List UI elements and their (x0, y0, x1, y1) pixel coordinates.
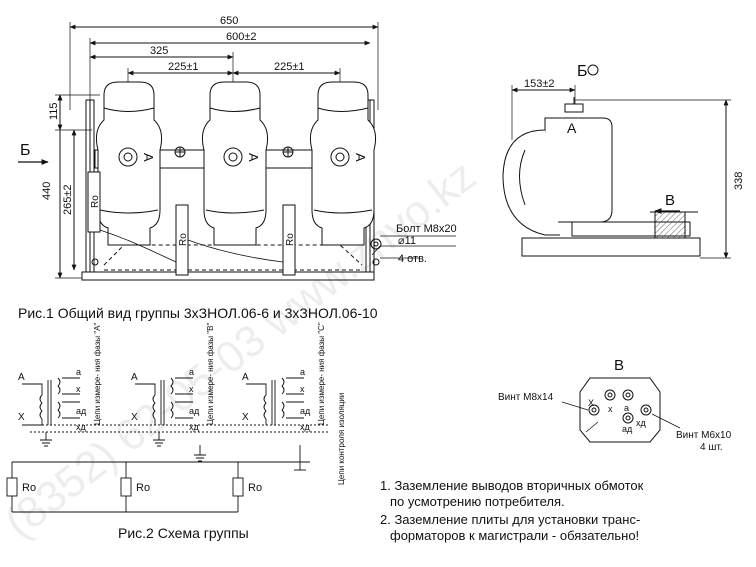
dim-side-height: 338 (733, 172, 745, 190)
note-line-4: форматоров к магистрали - обязательно! (390, 528, 640, 543)
schematic-a-1: а (76, 367, 81, 377)
schematic-a-2: а (189, 367, 194, 377)
terminal-label: А (567, 120, 577, 136)
side-view (502, 64, 731, 259)
phase-label-3: А (353, 153, 368, 162)
circuit-phase-b-label: Цепи измере- ния фазы "В" (206, 323, 215, 425)
screw-qty-label: 4 шт. (700, 442, 723, 453)
phase-a-transformer (22, 377, 80, 426)
schematic-ad-1: ад (76, 406, 87, 416)
dim-mount-height: 265±2 (62, 184, 74, 215)
dim-total-width: 650 (220, 15, 238, 27)
schematic-A-2: А (131, 372, 138, 383)
front-view (18, 22, 456, 281)
holes-count-label: 4 отв. (398, 253, 427, 265)
phase-b-transformer (135, 377, 193, 425)
resistor-label-1: Ro (90, 195, 101, 208)
note-line-1: 1. Заземление выводов вторичных обмоток (380, 478, 644, 493)
schematic-A-3: А (242, 372, 249, 383)
terminal-xd: хд (636, 418, 647, 428)
schematic-A-1: А (18, 372, 25, 383)
screw-left-label: Винт М8х14 (498, 392, 554, 403)
schematic-ad-3: ад (300, 406, 311, 416)
ground-symbol (174, 146, 294, 158)
schematic-xd-3: хд (300, 422, 311, 432)
dim-total-height: 440 (41, 182, 53, 200)
side-view-labels: Б 153±2 338 А В (524, 63, 745, 209)
schematic-a-3: а (300, 367, 305, 377)
schematic-X-1: Х (18, 412, 25, 423)
schematic-X-2: Х (131, 412, 138, 423)
terminal-x: х (608, 404, 613, 414)
schematic-x-2: х (189, 384, 194, 394)
front-view-labels: 650 600±2 325 225±1 225±1 115 440 265±2 … (20, 15, 457, 265)
resistor-label-3: Ro (285, 233, 296, 246)
view-arrow-label: Б (20, 142, 31, 159)
dim-center-offset: 325 (150, 45, 168, 57)
hole-diameter-label: ⌀11 (398, 235, 416, 247)
terminal-view-title: В (614, 357, 624, 374)
terminal-view-labels: В Винт М8х14 Винт М6х10 4 шт. х а ад хд … (498, 357, 732, 453)
dim-pitch-right: 225±1 (274, 61, 305, 73)
figure-1-caption: Рис.1 Общий вид группы 3хЗНОЛ.06-6 и 3хЗ… (18, 305, 378, 321)
circuit-phase-a-label: Цепи измере- ния фазы "А" (93, 323, 102, 425)
dim-pitch-left: 225±1 (168, 61, 199, 73)
view-v-arrow-label: В (665, 192, 675, 209)
phase-c-transformer (246, 377, 304, 425)
screw-right-label: Винт М6х10 (676, 430, 732, 441)
insulation-control-label: Цепи контроля изоляции (337, 393, 346, 485)
schematic-x-3: х (300, 384, 305, 394)
terminal-ad: ад (622, 424, 633, 434)
schematic-labels: А Х а х ад хд А Х а х ад хд А Х а х ад х… (18, 322, 346, 494)
schematic-x-1: х (76, 384, 81, 394)
bolt-label: Болт М8х20 (396, 223, 457, 235)
schematic-ro-3: Ro (248, 482, 262, 494)
figure-2-caption: Рис.2 Схема группы (118, 525, 249, 541)
transformer-body-3 (310, 81, 376, 246)
side-view-title: Б (577, 63, 588, 80)
note-line-3: 2. Заземление плиты для установки транс- (380, 512, 641, 527)
schematic-xd-2: хд (189, 422, 200, 432)
terminal-view (561, 377, 681, 443)
schematic-xd-1: хд (76, 422, 87, 432)
phase-label-1: А (141, 153, 156, 162)
dim-side-offset: 153±2 (524, 78, 555, 90)
dim-mount-width: 600±2 (226, 31, 257, 43)
transformer-body-2 (202, 81, 268, 246)
transformer-body-1 (96, 81, 162, 246)
schematic (6, 377, 330, 513)
circuit-phase-c-label: Цепи измере- ния фазы "С" (317, 322, 326, 425)
schematic-X-3: Х (242, 412, 249, 423)
dim-top-offset: 115 (48, 102, 60, 120)
schematic-ro-2: Ro (136, 482, 150, 494)
phase-label-2: А (246, 153, 261, 162)
resistor-label-2: Ro (178, 233, 189, 246)
schematic-ro-1: Ro (22, 482, 36, 494)
schematic-ad-2: ад (189, 406, 200, 416)
terminal-a: а (624, 403, 629, 413)
terminal-X: Х (588, 398, 594, 408)
note-line-2: по усмотрению потребителя. (390, 494, 565, 509)
